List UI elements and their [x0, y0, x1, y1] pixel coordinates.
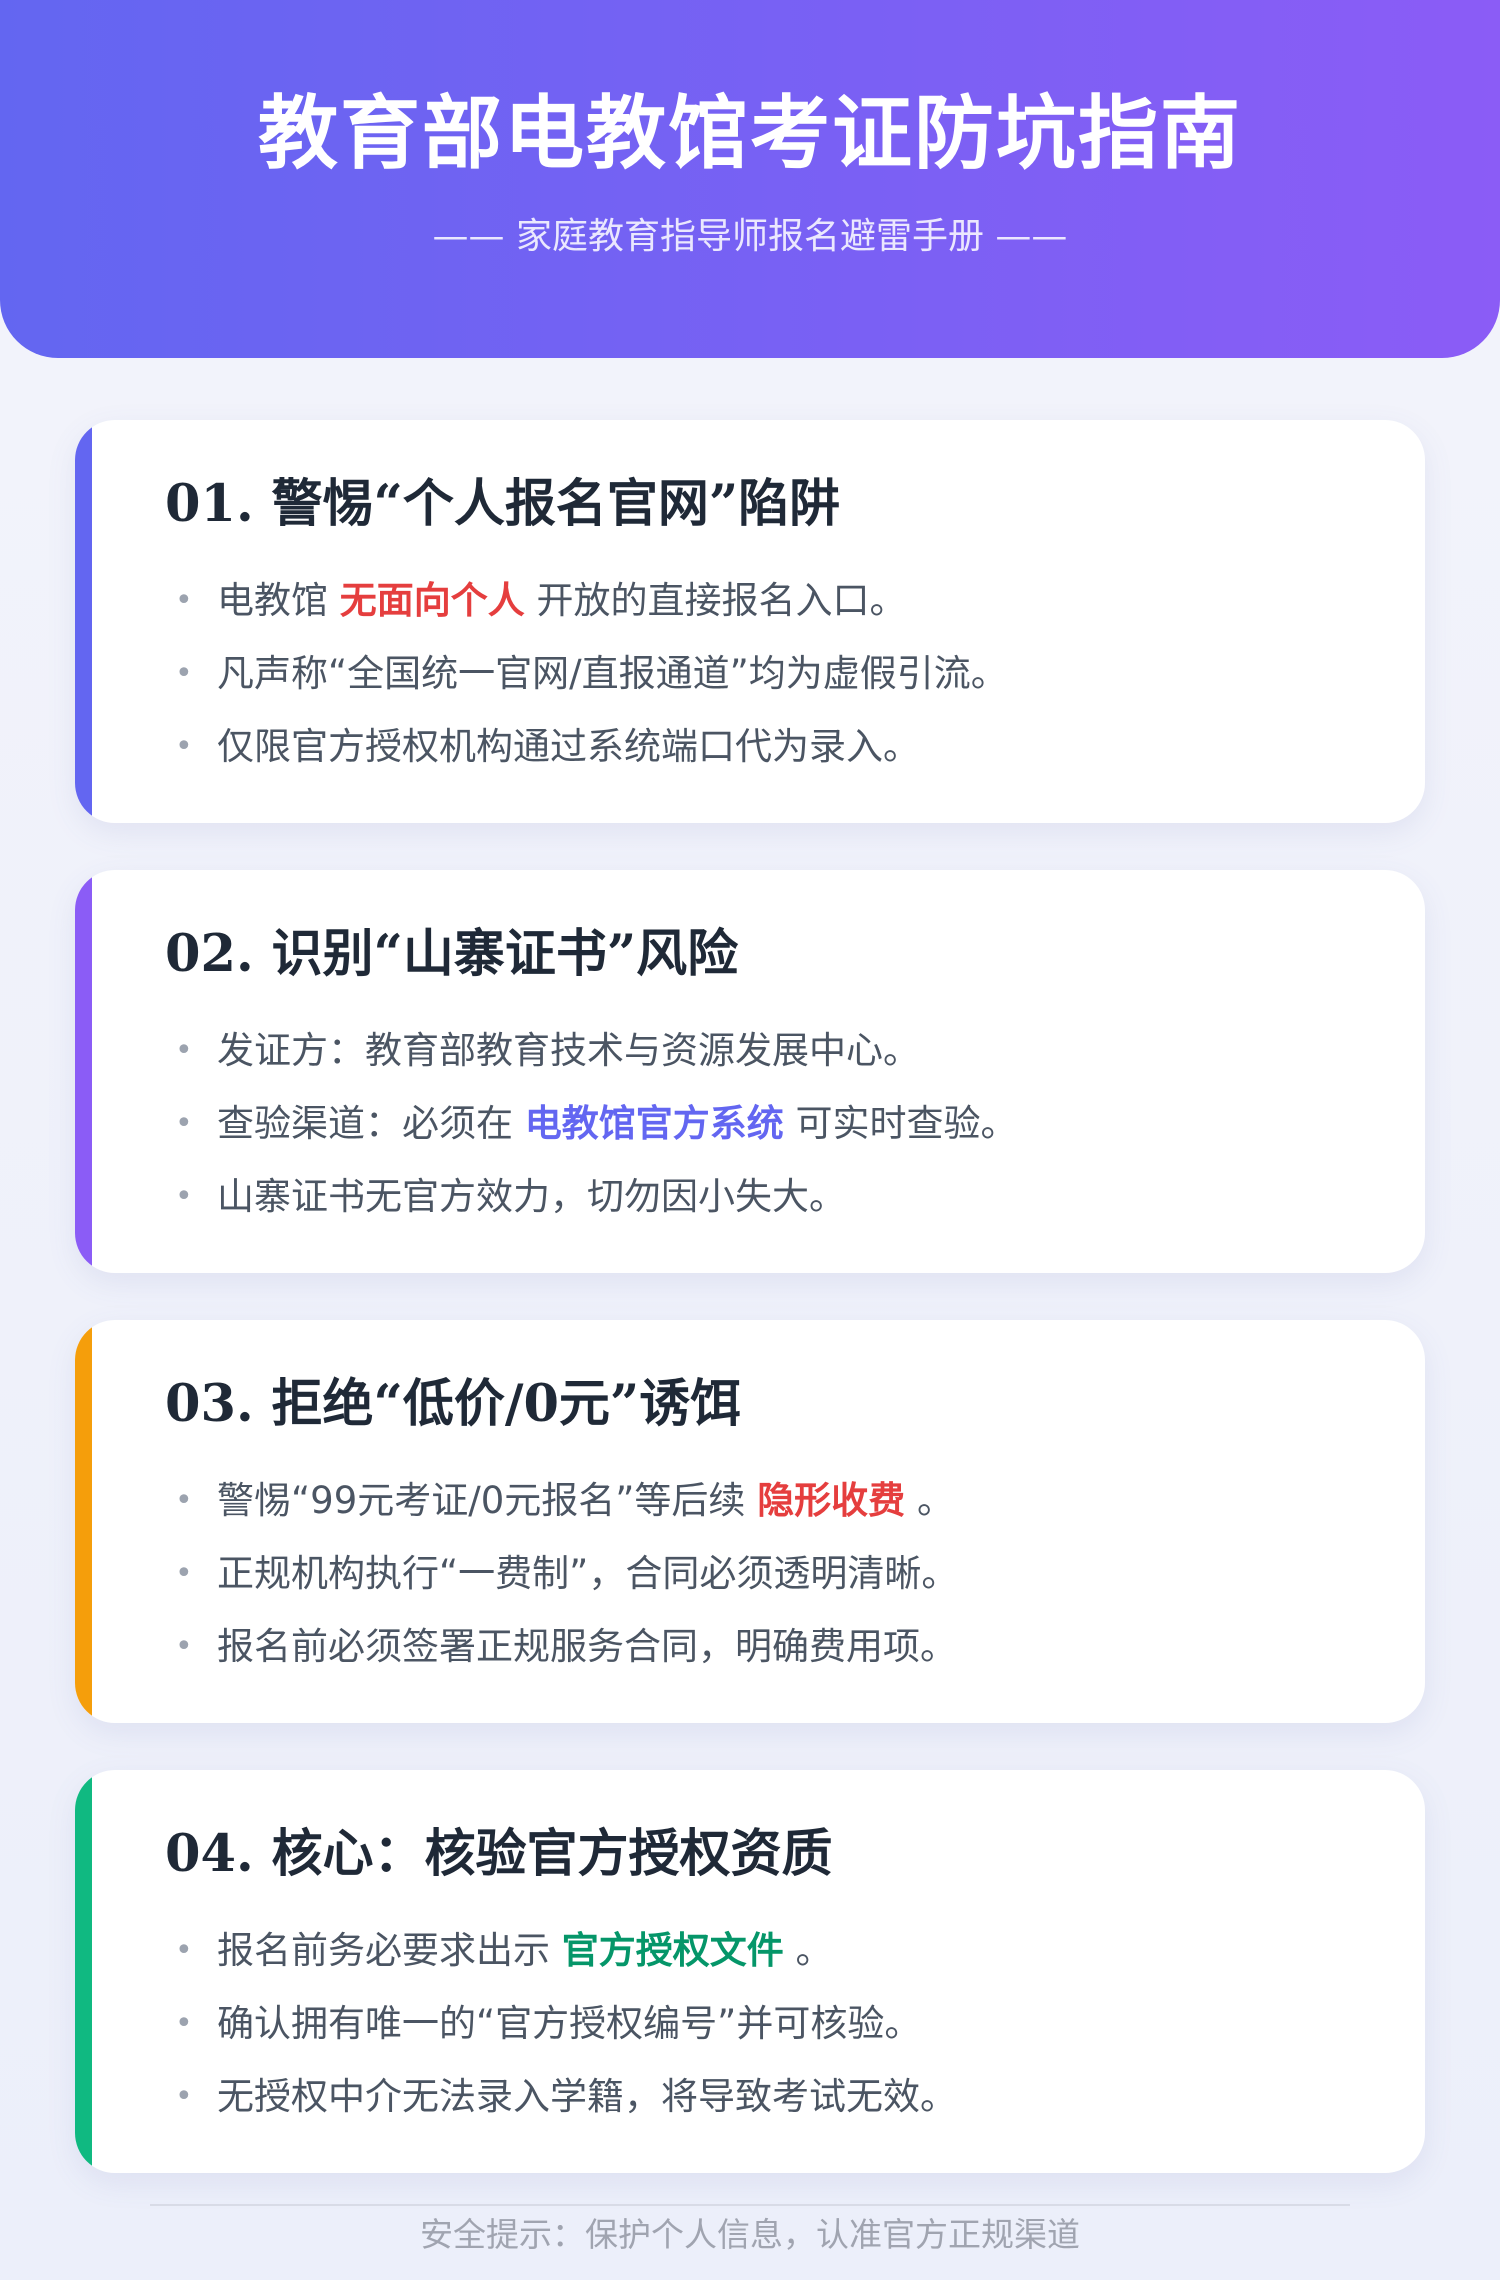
footer-divider [150, 2204, 1350, 2206]
list-item: • 电教馆 无面向个人 开放的直接报名入口。 [175, 575, 1008, 648]
item-text: 报名前必须签署正规服务合同，明确费用项。 [217, 1625, 957, 1668]
item-highlight: 电教馆官方系统 [524, 1102, 784, 1145]
item-text: 山寨证书无官方效力，切勿因小失大。 [217, 1175, 846, 1218]
item-text: 报名前务必要求出示 [217, 1929, 562, 1972]
card-title: 04. 核心：核验官方授权资质 [165, 1824, 833, 1884]
card-title: 02. 识别“山寨证书”风险 [165, 924, 739, 984]
bullet-icon: • [175, 1033, 193, 1068]
bullet-icon: • [175, 1106, 193, 1141]
item-text: 。 [905, 1479, 954, 1522]
list-item: • 警惕“99元考证/0元报名”等后续 隐形收费 。 [175, 1475, 958, 1548]
list-item: • 发证方：教育部教育技术与资源发展中心。 [175, 1025, 1018, 1098]
tip-card-1: 01. 警惕“个人报名官网”陷阱 • 电教馆 无面向个人 开放的直接报名入口。 •… [75, 420, 1425, 823]
item-highlight: 无面向个人 [339, 579, 525, 622]
bullet-icon: • [175, 2006, 193, 2041]
card-list: • 报名前务必要求出示 官方授权文件 。 • 确认拥有唯一的“官方授权编号”并可核验… [175, 1925, 957, 2144]
card-title: 01. 警惕“个人报名官网”陷阱 [165, 474, 841, 534]
item-text: 查验渠道：必须在 [217, 1102, 525, 1145]
card-accent-bar [75, 1320, 92, 1723]
item-text: 警惕“99元考证/0元报名”等后续 [217, 1479, 758, 1522]
list-item: • 报名前务必要求出示 官方授权文件 。 [175, 1925, 957, 1998]
card-accent-bar [75, 870, 92, 1273]
card-list: • 警惕“99元考证/0元报名”等后续 隐形收费 。 • 正规机构执行“一费制”，合… [175, 1475, 958, 1694]
item-text: 。 [783, 1929, 833, 1972]
item-text: 仅限官方授权机构通过系统端口代为录入。 [217, 725, 920, 768]
card-accent-bar [75, 420, 92, 823]
bullet-icon: • [175, 1933, 193, 1968]
list-item: • 确认拥有唯一的“官方授权编号”并可核验。 [175, 1998, 957, 2071]
list-item: • 山寨证书无官方效力，切勿因小失大。 [175, 1171, 1018, 1244]
item-highlight: 官方授权文件 [561, 1929, 784, 1972]
list-item: • 仅限官方授权机构通过系统端口代为录入。 [175, 721, 1008, 794]
footer-notice: 安全提示：保护个人信息，认准官方正规渠道 [420, 2215, 1080, 2254]
bullet-icon: • [175, 1556, 193, 1591]
item-text: 确认拥有唯一的“官方授权编号”并可核验。 [217, 2002, 922, 2045]
bullet-icon: • [175, 1483, 193, 1518]
tip-card-3: 03. 拒绝“低价/0元”诱饵 • 警惕“99元考证/0元报名”等后续 隐形收费 … [75, 1320, 1425, 1723]
list-item: • 正规机构执行“一费制”，合同必须透明清晰。 [175, 1548, 958, 1621]
bullet-icon: • [175, 1629, 193, 1664]
list-item: • 查验渠道：必须在 电教馆官方系统 可实时查验。 [175, 1098, 1018, 1171]
list-item: • 凡声称“全国统一官网/直报通道”均为虚假引流。 [175, 648, 1008, 721]
page-title: 教育部电教馆考证防坑指南 [258, 86, 1242, 180]
card-list: • 发证方：教育部教育技术与资源发展中心。 • 查验渠道：必须在 电教馆官方系统 可… [175, 1025, 1018, 1244]
item-text: 可实时查验。 [783, 1102, 1018, 1145]
header-banner: 教育部电教馆考证防坑指南 —— 家庭教育指导师报名避雷手册 —— [0, 0, 1500, 358]
bullet-icon: • [175, 656, 193, 691]
tip-card-4: 04. 核心：核验官方授权资质 • 报名前务必要求出示 官方授权文件 。 • 确认拥… [75, 1770, 1425, 2173]
tip-card-2: 02. 识别“山寨证书”风险 • 发证方：教育部教育技术与资源发展中心。 • 查验渠… [75, 870, 1425, 1273]
item-text: 发证方：教育部教育技术与资源发展中心。 [217, 1029, 920, 1072]
bullet-icon: • [175, 2079, 193, 2114]
item-text: 正规机构执行“一费制”，合同必须透明清晰。 [217, 1552, 959, 1595]
item-text: 开放的直接报名入口。 [524, 579, 907, 622]
item-text: 凡声称“全国统一官网/直报通道”均为虚假引流。 [217, 652, 1008, 695]
bullet-icon: • [175, 1179, 193, 1214]
page-subtitle: —— 家庭教育指导师报名避雷手册 —— [432, 216, 1068, 257]
list-item: • 无授权中介无法录入学籍，将导致考试无效。 [175, 2071, 957, 2144]
card-accent-bar [75, 1770, 92, 2173]
card-list: • 电教馆 无面向个人 开放的直接报名入口。 • 凡声称“全国统一官网/直报通道”均… [175, 575, 1008, 794]
item-highlight: 隐形收费 [757, 1479, 906, 1522]
item-text: 电教馆 [217, 579, 340, 622]
list-item: • 报名前必须签署正规服务合同，明确费用项。 [175, 1621, 958, 1694]
bullet-icon: • [175, 729, 193, 764]
bullet-icon: • [175, 583, 193, 618]
card-title: 03. 拒绝“低价/0元”诱饵 [165, 1374, 742, 1434]
item-text: 无授权中介无法录入学籍，将导致考试无效。 [217, 2075, 957, 2118]
